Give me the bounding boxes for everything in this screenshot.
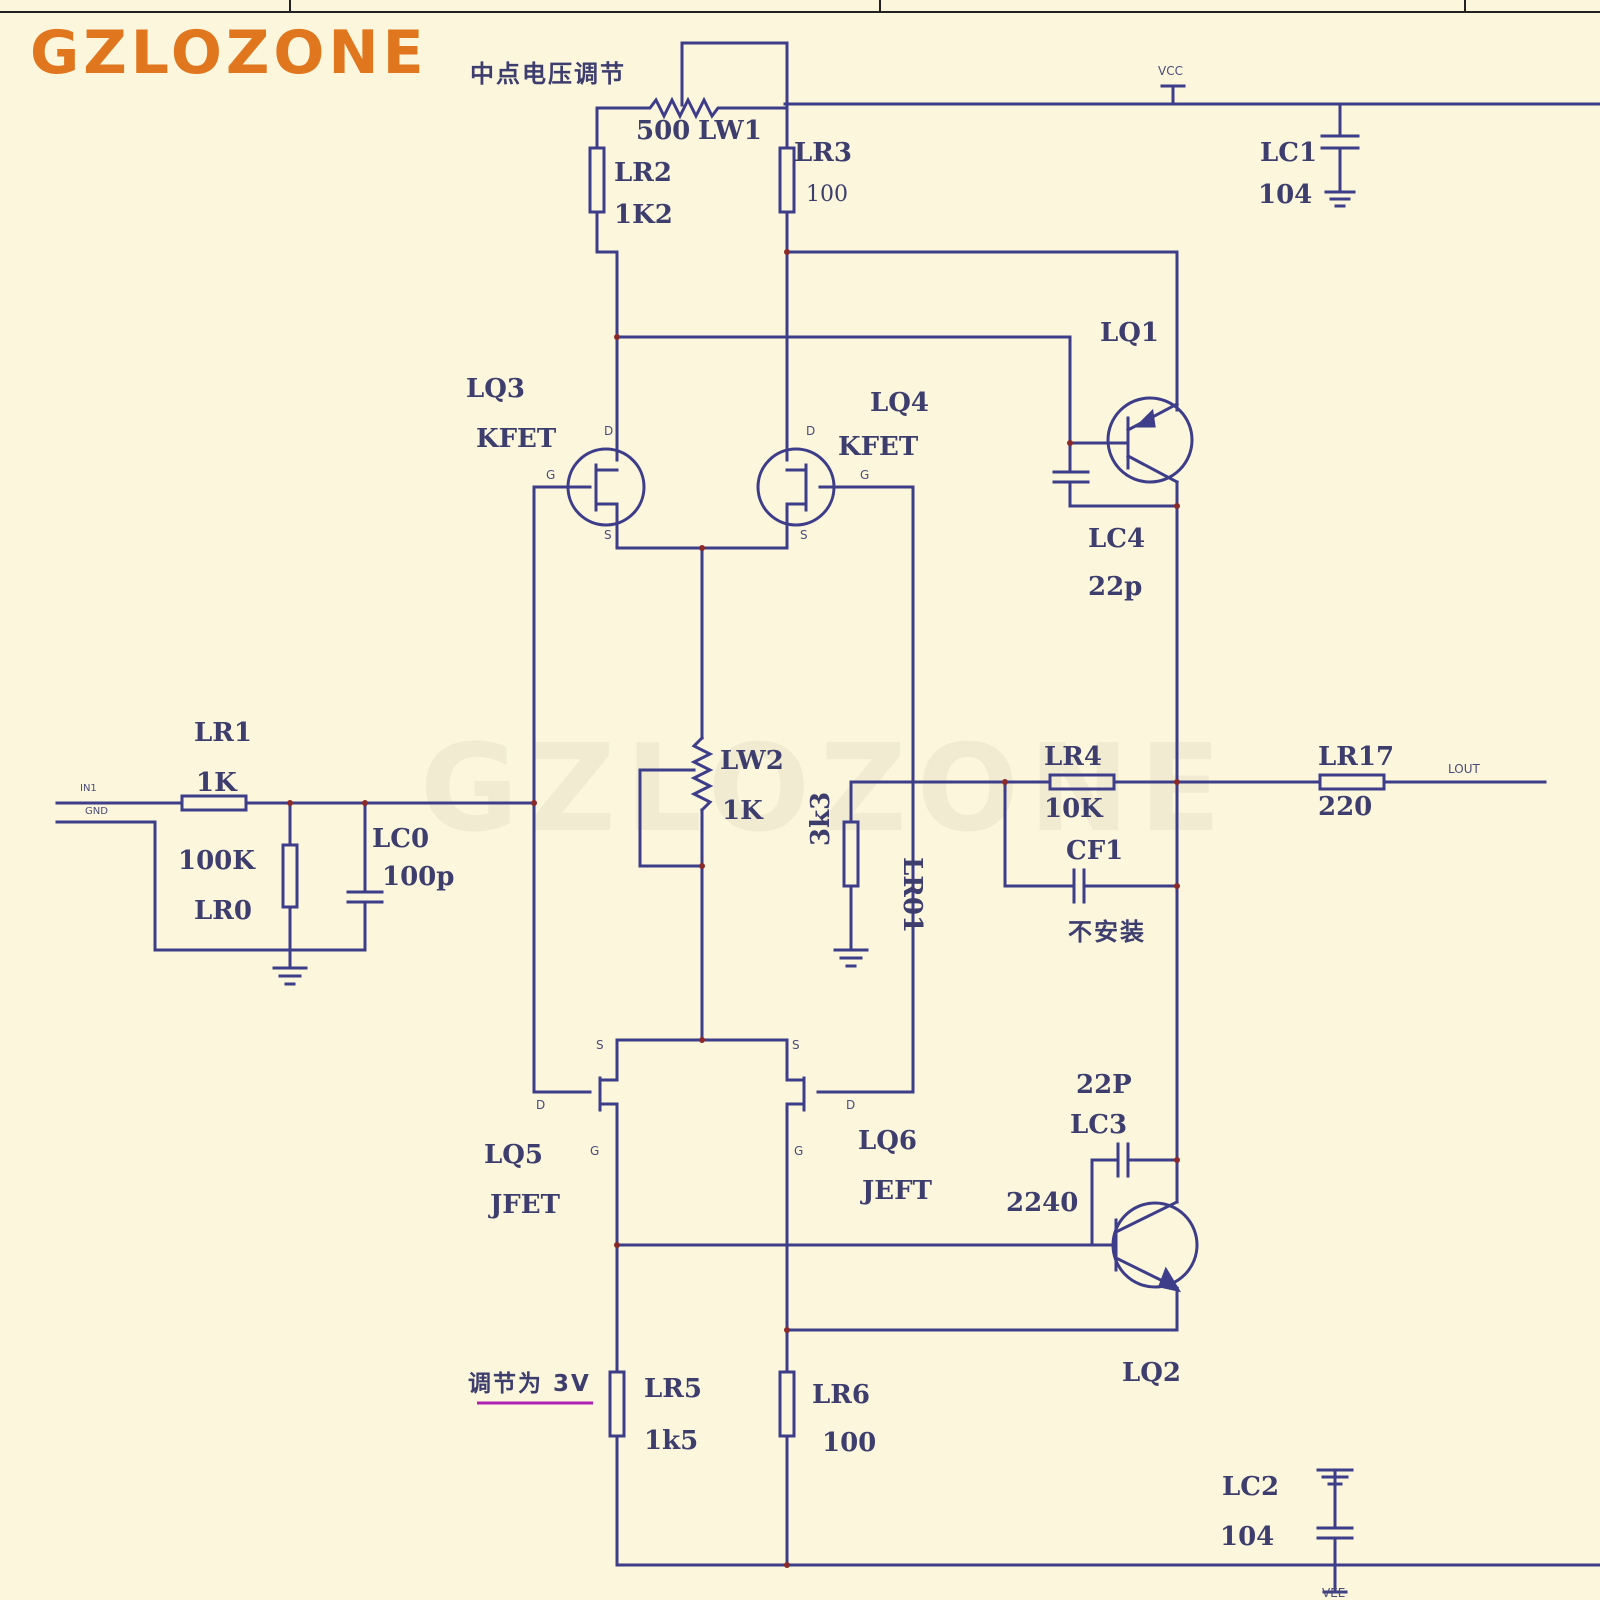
lq5-pin-s: S [596,1038,604,1052]
lw1-value: 500 [636,116,691,146]
lc0-ref: LC0 [372,824,430,854]
lr2-ref: LR2 [614,158,672,188]
lq3-ref: LQ3 [466,374,526,404]
lq5-type: JFET [490,1190,560,1220]
lc3-ref: LC3 [1070,1110,1128,1140]
net-out: LOUT [1448,762,1480,776]
lq5-pin-d: D [536,1098,546,1112]
lc4-value: 22p [1088,572,1143,602]
lq2-part: 2240 [1006,1188,1079,1218]
lq4-type: KFET [838,432,919,462]
lq4-ref: LQ4 [870,388,930,418]
lr17-value: 220 [1318,792,1373,822]
net-vcc: VCC [1158,64,1183,78]
lr0-ref: LR0 [194,896,252,926]
lc0-value: 100p [382,862,455,892]
lr0-value: 100K [178,846,255,876]
lw2-ref: LW2 [720,746,784,776]
lc2-ref: LC2 [1222,1472,1280,1502]
lq6-type: JEFT [862,1176,932,1206]
lq3-pin-s: S [604,528,612,542]
note-adjust-to-3v: 调节为 3V [468,1371,591,1397]
lc2-value: 104 [1220,1522,1275,1552]
net-gnd: GND [85,806,108,817]
lr1-ref: LR1 [194,718,252,748]
lq5-pin-g: G [590,1144,600,1158]
lr4-ref: LR4 [1044,742,1102,772]
lr6-ref: LR6 [812,1380,870,1410]
lq4-pin-g: G [860,468,870,482]
lr01-value: 3k3 [806,791,836,846]
lr01-ref: LR01 [897,856,928,934]
brand-logo: GZLOZONE [30,18,428,88]
lr3-value: 100 [806,182,848,207]
lc1-value: 104 [1258,180,1313,210]
note-midpoint-adjust: 中点电压调节 [470,60,626,88]
lq3-pin-d: D [604,424,614,438]
lq1-ref: LQ1 [1100,318,1160,348]
lr4-value: 10K [1044,794,1103,824]
cf1-ref: CF1 [1066,836,1124,866]
lq4-pin-s: S [800,528,808,542]
lq6-pin-s: S [792,1038,800,1052]
net-vee: VEE [1322,1586,1346,1600]
lc3-value: 22P [1076,1070,1132,1100]
lr2-value: 1K2 [614,200,673,230]
lq6-ref: LQ6 [858,1126,918,1156]
lw1-ref: LW1 [698,116,762,146]
lq4-pin-d: D [806,424,816,438]
lr6-value: 100 [822,1428,877,1458]
lr5-ref: LR5 [644,1374,702,1404]
lq3-type: KFET [476,424,557,454]
lr17-ref: LR17 [1318,742,1395,772]
lr1-value: 1K [196,768,237,798]
lq2-ref: LQ2 [1122,1358,1182,1388]
lc4-ref: LC4 [1088,524,1146,554]
lq3-pin-g: G [546,468,556,482]
lr3-ref: LR3 [794,138,852,168]
lq6-pin-d: D [846,1098,856,1112]
lr5-value: 1k5 [644,1426,699,1456]
lq6-pin-g: G [794,1144,804,1158]
lc1-ref: LC1 [1260,138,1318,168]
lq5-ref: LQ5 [484,1140,544,1170]
lw2-value: 1K [722,796,763,826]
net-in: IN1 [80,783,97,794]
note-not-installed: 不安装 [1068,918,1146,946]
